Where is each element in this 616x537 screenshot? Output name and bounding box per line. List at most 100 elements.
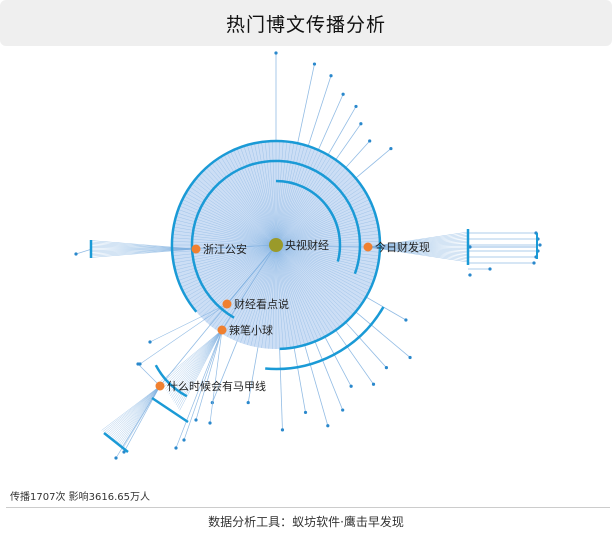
leaf-dot [359, 122, 363, 126]
radial-edge [233, 244, 277, 341]
node-labi-xiaoqiu[interactable] [217, 325, 227, 335]
radial-edge [275, 196, 368, 246]
radial-edge [187, 244, 277, 301]
fan-edge [114, 385, 161, 443]
fan-edge [367, 246, 469, 261]
radial-edge [275, 178, 356, 246]
radial-edge [182, 199, 277, 246]
fan-edge [367, 246, 469, 260]
radial-edge [196, 178, 277, 246]
fan-edge [91, 248, 197, 251]
radial-edge [275, 244, 346, 323]
radial-edge [257, 142, 277, 246]
radial-edge [275, 156, 332, 246]
radial-edge [275, 244, 368, 294]
spoke-edge [307, 75, 332, 147]
radial-edge [268, 141, 277, 246]
radial-edge [247, 144, 277, 246]
fan-edge [110, 385, 161, 439]
radial-edge [179, 205, 277, 246]
spoke-edge [293, 347, 306, 413]
leaf-dot [488, 267, 492, 271]
fan-edge [111, 385, 161, 441]
spoke-edge [345, 140, 370, 168]
radial-edge [275, 158, 335, 246]
spoke-edge [324, 336, 352, 387]
fan-edge [367, 246, 469, 249]
radial-edge [275, 244, 349, 320]
fan-edge [367, 239, 469, 248]
radial-edge [275, 167, 346, 246]
leaf-dot [404, 318, 408, 322]
radial-edge [179, 244, 277, 285]
radial-edge [275, 244, 284, 349]
node-caijing-kandian[interactable] [222, 299, 232, 309]
leaf-dot [368, 139, 372, 143]
fan-arc-bottom-left [103, 432, 129, 453]
fan-edge [91, 248, 197, 252]
propagation-graph: 央视财经 浙江公安 今日财发现 财经看点说 辣笔小球 什么时候会有马甲线 [74, 51, 542, 460]
fan-edge [367, 246, 469, 252]
node-label-labi-xiaoqiu: 辣笔小球 [229, 323, 273, 337]
inner-arc [190, 159, 362, 319]
fan-edge [367, 246, 469, 257]
fan-edge [173, 329, 223, 402]
leaf-dot [326, 424, 330, 428]
radial-edge [172, 230, 277, 246]
radial-edge [172, 244, 277, 257]
fan-edge [367, 246, 469, 254]
fan-edge [174, 329, 223, 404]
fan-edge [172, 329, 223, 400]
leaf-dot [532, 261, 536, 265]
node-label-majiaxian: 什么时候会有马甲线 [167, 379, 266, 393]
radial-edge [187, 189, 277, 246]
fan-edge [109, 385, 161, 438]
radial-edge [175, 244, 277, 271]
node-zhejiang-police[interactable] [191, 244, 201, 254]
radial-edge [198, 175, 277, 246]
radial-edge [174, 223, 277, 246]
radial-edge [275, 146, 309, 246]
radial-edge [275, 160, 338, 246]
leaf-dot [303, 410, 308, 415]
fan-edge [367, 236, 469, 248]
radial-edge [193, 244, 277, 310]
fan-arcs [89, 139, 538, 453]
radial-edge [275, 244, 298, 347]
radial-edge [275, 244, 316, 342]
node-edge [195, 244, 277, 250]
radial-edge [240, 244, 277, 343]
leaf-dot [274, 51, 278, 55]
page-title: 热门博文传播分析 [225, 13, 386, 36]
spoke-edge [195, 329, 223, 421]
spoke-edge [149, 303, 228, 343]
radial-edge [250, 144, 277, 246]
radial-edge [275, 186, 363, 246]
leaf-dot [174, 446, 178, 450]
radial-edge [275, 165, 343, 246]
radial-edge [227, 153, 277, 246]
radial-edge [261, 141, 277, 246]
fan-edge [163, 329, 223, 388]
fan-edge [367, 246, 469, 258]
node-jinri-caifaxian[interactable] [363, 242, 373, 252]
leaf-dot [208, 421, 212, 425]
leaf-dot [341, 408, 345, 412]
radial-edge [275, 244, 377, 274]
radial-edge [275, 151, 322, 246]
radial-edge [180, 202, 277, 246]
radial-edge [247, 244, 277, 346]
radial-edge [264, 141, 277, 246]
radial-edge [272, 244, 277, 349]
node-majiaxian[interactable] [155, 381, 165, 391]
fan-edge [165, 329, 223, 389]
spoke-edge [175, 329, 223, 449]
fan-edge [91, 240, 197, 250]
spoke-edge [327, 106, 357, 156]
lower-arc [265, 306, 385, 371]
spoke-edge [314, 341, 344, 411]
radial-edge [275, 244, 365, 301]
root-node[interactable] [269, 238, 283, 252]
radial-edge [275, 209, 374, 246]
node-label-caijing-kandian: 财经看点说 [234, 297, 289, 311]
